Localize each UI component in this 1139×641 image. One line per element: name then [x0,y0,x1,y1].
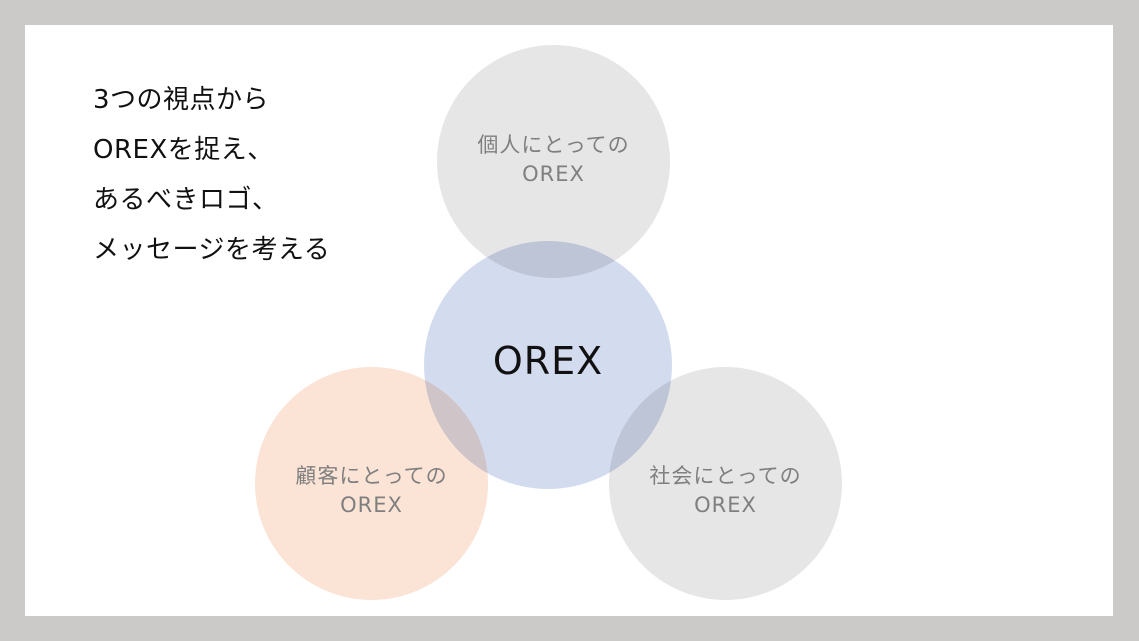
label-customer-line1: 顧客にとっての [295,464,448,488]
label-customer: 顧客にとっての OREX [255,462,488,520]
label-individual: 個人にとっての OREX [437,131,670,189]
label-society: 社会にとっての OREX [609,462,842,520]
label-society-line1: 社会にとっての [649,464,802,488]
label-individual-line1: 個人にとっての [477,133,630,157]
label-society-line2: OREX [694,493,757,517]
headline-line-2: OREXを捉え、 [93,135,274,165]
slide-canvas: 3つの視点から OREXを捉え、 あるべきロゴ、 メッセージを考える 個人にとっ… [25,25,1113,616]
headline-text: 3つの視点から OREXを捉え、 あるべきロゴ、 メッセージを考える [93,75,330,275]
headline-line-4: メッセージを考える [93,235,331,265]
circle-center-orex [424,241,672,489]
label-center-orex: OREX [492,339,604,383]
headline-line-1: 3つの視点から [93,85,270,115]
circle-individual [437,45,670,278]
label-customer-line2: OREX [340,493,403,517]
label-individual-line2: OREX [522,162,585,186]
headline-line-3: あるべきロゴ、 [93,185,279,215]
